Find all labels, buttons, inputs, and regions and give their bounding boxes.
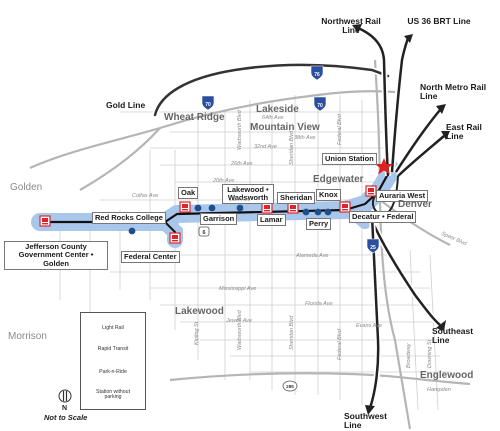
h6-shield-text: 6: [202, 230, 205, 236]
station-dot-red-rocks: [128, 227, 136, 235]
i25-shield-icon: 25: [366, 238, 380, 254]
highway-shields: 76 70 70 25 285 6: [198, 65, 380, 392]
street-florida: Florida Ave: [305, 301, 333, 307]
street-colfax: Colfax Ave: [132, 193, 159, 199]
street-evans: Evans Ave: [356, 323, 382, 329]
station-dot-knox: [314, 208, 322, 216]
street-26th: 26th Ave: [231, 161, 253, 167]
street-downing: Downing St: [427, 339, 433, 368]
place-englewood: Englewood: [420, 370, 474, 381]
street-federal: Federal Blvd: [337, 114, 343, 145]
station-dot-oak: [194, 204, 202, 212]
street-hampden: Hampden: [427, 387, 451, 393]
h285-shield-icon: 285: [282, 380, 298, 392]
station-label-lamar: Lamar: [257, 214, 286, 226]
place-edgewater: Edgewater: [313, 174, 364, 185]
union-station-star-icon: [375, 158, 393, 175]
label-southeast-line: Southeast Line: [432, 326, 474, 346]
label-east-rail-line: East Rail Line: [446, 122, 482, 142]
pnr-sheridan: [287, 202, 299, 214]
legend-rapid-transit: Rapid Transit: [97, 346, 129, 352]
street-wadsworth-south: Wadsworth Blvd: [237, 310, 243, 350]
label-north-metro-rail-line: North Metro Rail Line: [420, 82, 487, 102]
station-label-decatur-federal: Decatur • Federal: [349, 211, 417, 223]
southeast-line: [367, 214, 443, 328]
station-label-lakewood-wadsworth: Lakewood • Wadsworth: [222, 184, 274, 204]
station-dot-lakewood: [236, 204, 244, 212]
station-label-garrison: Garrison: [200, 213, 238, 225]
highways: [19, 59, 471, 429]
street-federal-south: Federal Blvd: [337, 329, 343, 360]
place-lakewood: Lakewood: [175, 306, 224, 317]
street-32nd: 32nd Ave: [254, 144, 277, 150]
i70-shield-text-west: 70: [205, 102, 211, 108]
park-n-ride-markers: [39, 185, 377, 244]
label-northwest-rail-line: Northwest Rail Line: [321, 16, 381, 36]
pnr-decatur: [339, 201, 351, 213]
h6-shield-icon: 6: [198, 226, 210, 237]
street-sheridan-south: Sheridan Blvd: [289, 315, 295, 350]
station-label-oak: Oak: [178, 187, 199, 199]
label-southwest-line: Southwest Line: [344, 411, 387, 431]
place-mountain-view: Mountain View: [250, 122, 320, 133]
i70-shield-icon-west: 70: [201, 95, 215, 111]
station-label-auraria-west: Auraria West: [376, 190, 429, 202]
place-morrison: Morrison: [8, 331, 47, 342]
street-64th: 64th Ave: [262, 115, 284, 121]
place-denver: Denver: [398, 199, 432, 210]
street-broadway: Broadway: [406, 343, 412, 368]
scale-note: Not to Scale: [44, 413, 88, 422]
station-label-federal-center: Federal Center: [121, 251, 180, 263]
place-golden: Golden: [10, 182, 43, 193]
i70-shield-text-east: 70: [317, 103, 323, 109]
street-kipling: Kipling St: [194, 321, 200, 345]
street-13th: 13th Ave: [229, 197, 251, 203]
pnr-jeffco: [39, 215, 51, 227]
pnr-lamar: [261, 202, 273, 214]
legend-light-rail: Light Rail: [102, 325, 124, 331]
station-label-union: Union Station: [322, 153, 377, 165]
north-arrow-icon: [58, 389, 72, 403]
label-gold-line: Gold Line: [106, 100, 146, 110]
pnr-auraria: [365, 185, 377, 197]
i25-shield-text: 25: [370, 245, 376, 251]
street-wadsworth: Wadsworth Blvd: [237, 110, 243, 150]
place-wheat-ridge: Wheat Ridge: [164, 112, 225, 123]
station-label-jeffco: Jefferson County Government Center • Gol…: [4, 241, 108, 270]
h285-shield-text: 285: [286, 384, 294, 389]
station-label-sheridan: Sheridan: [277, 192, 316, 204]
street-20th: 20th Ave: [213, 178, 235, 184]
street-jewell: Jewell Ave: [226, 318, 252, 324]
street-sheridan: Sheridan Blvd: [289, 130, 295, 165]
street-alameda: Alameda Ave: [296, 253, 329, 259]
i76-shield-icon: 76: [310, 65, 324, 81]
north-arrow-label: N: [62, 405, 68, 412]
legend-park-n-ride: Park-n-Ride: [99, 369, 127, 375]
i70-shield-icon-east: 70: [313, 96, 327, 112]
station-dot-decatur: [324, 208, 332, 216]
street-grid: [59, 95, 450, 411]
legend-station-without-parking: Station without parking: [95, 389, 131, 401]
street-38th: 38th Ave: [294, 135, 316, 141]
street-mississippi: Mississippi Ave: [219, 286, 257, 292]
station-dots: [128, 204, 332, 235]
label-us36-brt-line: US 36 BRT Line: [407, 16, 471, 26]
station-label-red-rocks: Red Rocks College: [92, 212, 166, 224]
place-lakeside: Lakeside: [256, 104, 299, 115]
station-label-perry: Perry: [306, 218, 332, 230]
station-dot-garrison: [208, 204, 216, 212]
station-dot-perry: [302, 208, 310, 216]
pnr-oak: [179, 201, 191, 213]
map-legend: Light Rail Rapid Transit Park-n-Ride Sta…: [80, 312, 146, 410]
i76-shield-text: 76: [314, 72, 320, 78]
pnr-federal-center: [169, 232, 181, 244]
station-label-knox: Knox: [316, 189, 341, 201]
